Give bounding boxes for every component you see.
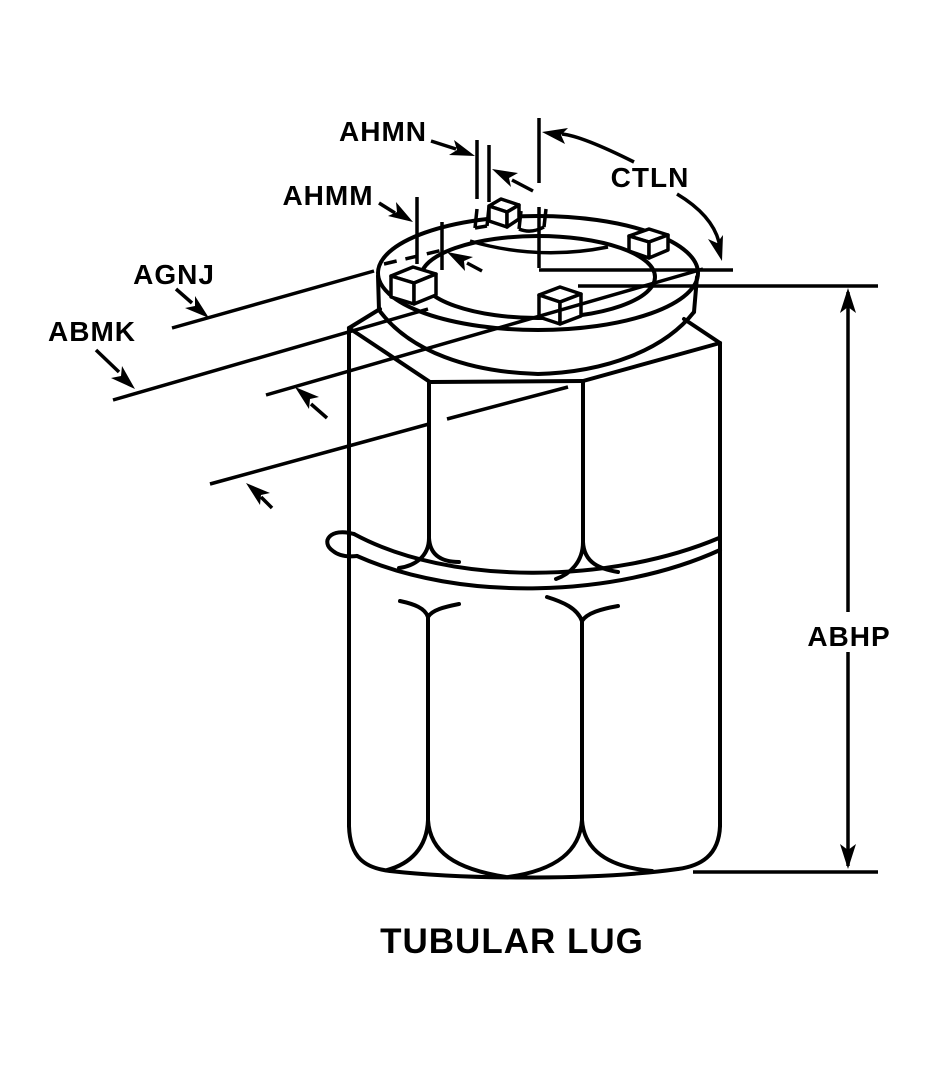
left-castellation-cube bbox=[389, 265, 438, 306]
diagonal-reference-line-3 bbox=[265, 267, 704, 397]
back-castellation-cube bbox=[487, 197, 521, 229]
callout-label-ctln: CTLN bbox=[611, 162, 690, 193]
lug-body bbox=[347, 307, 722, 880]
callout-label-agnj: AGNJ bbox=[133, 259, 215, 290]
callout-label-ahmm: AHMM bbox=[282, 180, 373, 211]
castellation-lugs bbox=[389, 197, 670, 326]
back-notch bbox=[517, 208, 548, 233]
front-castellation-cube bbox=[537, 285, 583, 326]
abmk-reference-line bbox=[112, 307, 429, 402]
arrowheads bbox=[111, 128, 856, 869]
diagonal-reference-line-4 bbox=[209, 385, 569, 486]
agnj-reference-line bbox=[171, 269, 375, 330]
callout-label-abmk: ABMK bbox=[48, 316, 136, 347]
callout-label-abhp: ABHP bbox=[807, 621, 890, 652]
ahmm-extension-lines bbox=[415, 197, 444, 270]
ctln-leader-lower bbox=[676, 192, 721, 243]
ctln-leader-upper bbox=[561, 132, 635, 164]
right-castellation-cube bbox=[627, 227, 670, 260]
mid-band bbox=[325, 530, 722, 591]
dimension-lines bbox=[112, 118, 878, 874]
leader-lines bbox=[94, 132, 721, 510]
figure-caption: TUBULAR LUG bbox=[380, 922, 644, 961]
callout-label-ahmn: AHMN bbox=[339, 116, 427, 147]
ahmn-extension-lines bbox=[475, 140, 491, 202]
